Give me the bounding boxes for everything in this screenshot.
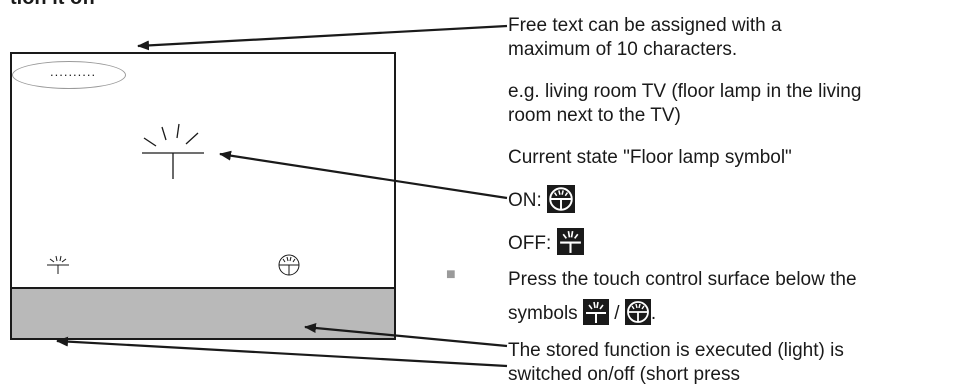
free-text-placeholder: .......... (50, 64, 97, 79)
arrow-free-text (137, 24, 508, 51)
example-line2: room next to the TV) (508, 105, 681, 126)
press-separator: / (614, 303, 620, 324)
stored-line1: The stored function is executed (light) … (508, 340, 844, 361)
off-row: OFF: (508, 228, 584, 256)
arrow-touch-right (304, 323, 508, 348)
press-line1: Press the touch control surface below th… (508, 269, 857, 290)
touch-control-surface[interactable] (10, 287, 396, 340)
lamp-on-small-icon[interactable] (277, 253, 301, 277)
free-text-line1: Free text can be assigned with a (508, 15, 782, 36)
press-symbols-text: symbols (508, 303, 578, 324)
free-text-line2: maximum of 10 characters. (508, 39, 738, 60)
arrow-touch-left (56, 336, 508, 368)
arrow-current-state (219, 150, 508, 200)
lamp-off-inline-icon (582, 299, 609, 325)
lamp-off-small-icon[interactable] (45, 254, 71, 276)
press-line2: symbols / . (508, 299, 656, 326)
lamp-on-inline-icon (624, 299, 651, 325)
current-state-text: Current state "Floor lamp symbol" (508, 147, 792, 168)
heading-fragment: tion it off (10, 0, 96, 10)
bullet-marker: ■ (446, 266, 456, 283)
press-period: . (650, 303, 657, 324)
example-line1: e.g. living room TV (floor lamp in the l… (508, 81, 862, 102)
stored-line2: switched on/off (short press (508, 364, 740, 385)
free-text-oval (12, 61, 126, 89)
on-label: ON: (508, 190, 542, 211)
lamp-on-icon (547, 185, 576, 213)
off-label: OFF: (508, 233, 552, 254)
lamp-off-icon (556, 228, 584, 255)
on-row: ON: (508, 185, 576, 213)
current-state-lamp-icon (142, 123, 204, 179)
